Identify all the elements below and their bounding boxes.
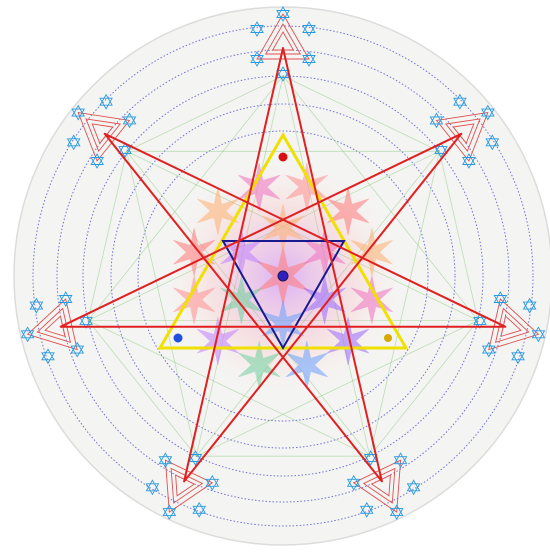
vertex-dot-red (279, 153, 288, 162)
center-dot (278, 271, 288, 281)
vertex-dot-gold (384, 334, 392, 342)
vertex-dot-blue (174, 334, 183, 343)
